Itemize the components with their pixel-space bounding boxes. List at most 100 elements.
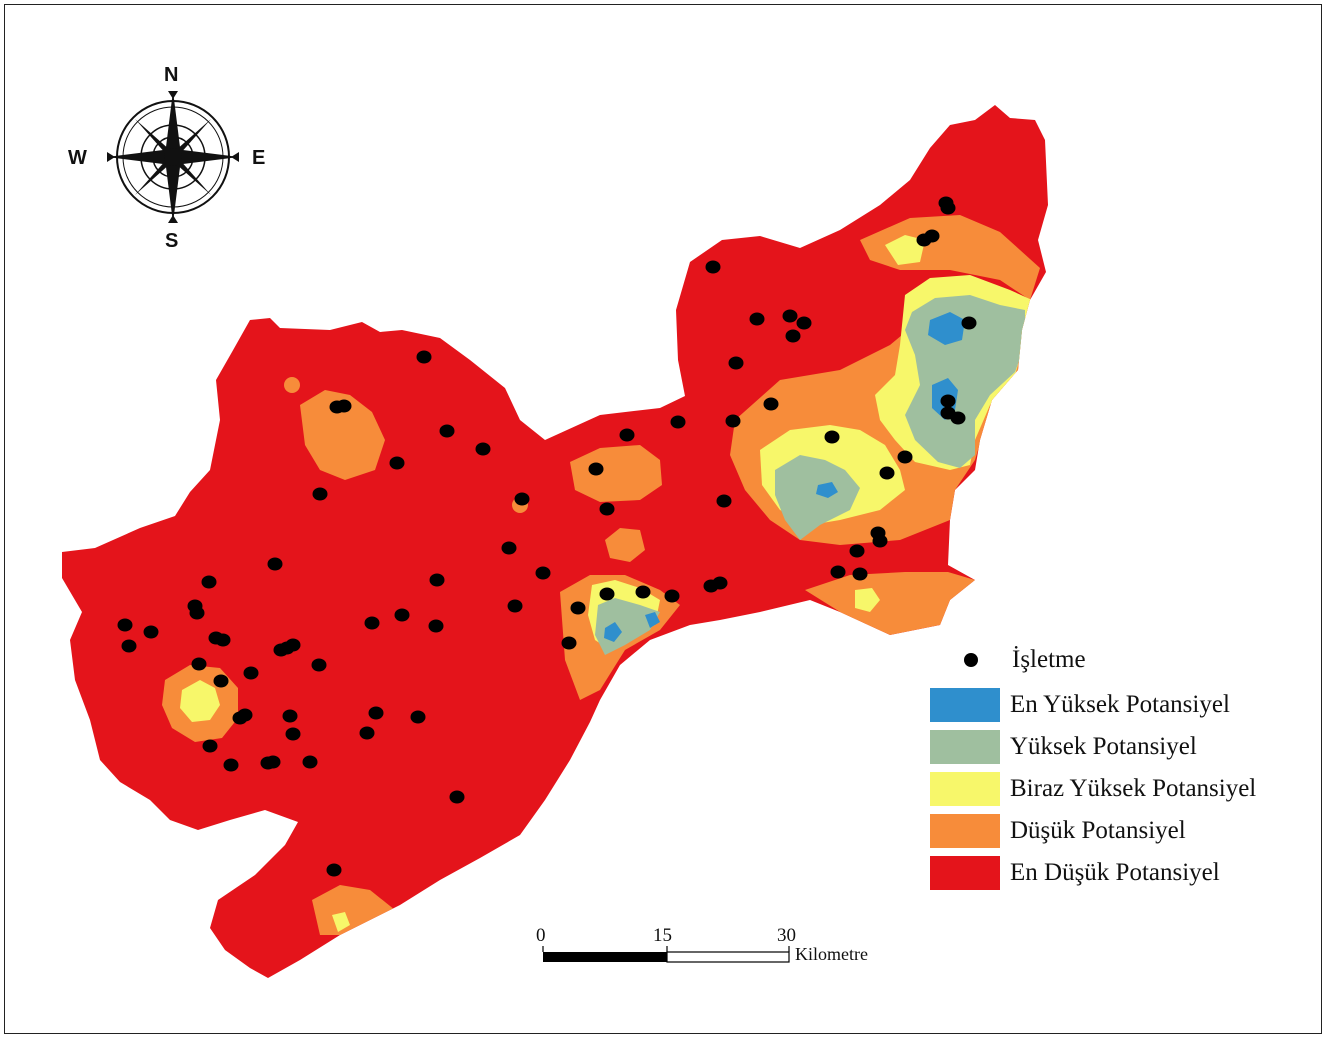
enterprise-point	[879, 466, 895, 480]
enterprise-point	[312, 487, 328, 501]
enterprise-point	[670, 415, 686, 429]
enterprise-point	[716, 494, 732, 508]
legend-label-lowest: En Düşük Potansiyel	[1010, 859, 1220, 886]
enterprise-point	[940, 394, 956, 408]
enterprise-point	[143, 625, 159, 639]
enterprise-point	[664, 589, 680, 603]
enterprise-point	[215, 633, 231, 647]
enterprise-point-symbol	[964, 653, 978, 667]
enterprise-point	[728, 356, 744, 370]
enterprise-point	[302, 755, 318, 769]
enterprise-point	[429, 573, 445, 587]
enterprise-point	[599, 502, 615, 516]
enterprise-point	[619, 428, 635, 442]
legend-item-somewhat-high: Biraz Yüksek Potansiyel	[930, 768, 1320, 810]
enterprise-point	[535, 566, 551, 580]
enterprise-point	[514, 492, 530, 506]
enterprise-point	[243, 666, 259, 680]
enterprise-point	[389, 456, 405, 470]
enterprise-point	[232, 711, 248, 725]
enterprise-point	[824, 430, 840, 444]
enterprise-point	[410, 710, 426, 724]
enterprise-point	[439, 424, 455, 438]
enterprise-point	[705, 260, 721, 274]
enterprise-point	[311, 658, 327, 672]
enterprise-point	[785, 329, 801, 343]
legend-label-enterprise: İşletme	[1012, 646, 1086, 673]
legend-item-enterprise: İşletme	[930, 640, 1320, 680]
enterprise-point	[189, 606, 205, 620]
enterprise-point	[394, 608, 410, 622]
scale-tick-15: 15	[653, 925, 672, 946]
enterprise-point	[368, 706, 384, 720]
enterprise-point	[570, 601, 586, 615]
enterprise-point	[561, 636, 577, 650]
enterprise-point	[359, 726, 375, 740]
enterprise-point	[588, 462, 604, 476]
enterprise-point	[191, 657, 207, 671]
enterprise-point	[273, 643, 289, 657]
compass-east-label: E	[252, 147, 266, 169]
scale-tick-30: 30	[777, 925, 796, 946]
legend-label-somewhat-high: Biraz Yüksek Potansiyel	[1010, 775, 1257, 802]
enterprise-point	[501, 541, 517, 555]
enterprise-point	[449, 790, 465, 804]
legend-swatch-low	[930, 814, 1000, 848]
enterprise-point	[223, 758, 239, 772]
compass-west-label: W	[68, 147, 87, 169]
enterprise-point	[416, 350, 432, 364]
legend-item-highest: En Yüksek Potansiyel	[930, 684, 1320, 726]
legend-swatch-high	[930, 730, 1000, 764]
compass-south-label: S	[165, 230, 179, 252]
enterprise-point	[213, 674, 229, 688]
enterprise-point	[428, 619, 444, 633]
enterprise-point	[849, 544, 865, 558]
enterprise-point	[267, 557, 283, 571]
enterprise-point	[202, 739, 218, 753]
enterprise-point	[830, 565, 846, 579]
enterprise-point	[924, 229, 940, 243]
enterprise-point	[782, 309, 798, 323]
legend-label-low: Düşük Potansiyel	[1010, 817, 1186, 844]
enterprise-point	[725, 414, 741, 428]
compass-rose	[107, 91, 239, 223]
enterprise-point	[950, 411, 966, 425]
enterprise-point	[475, 442, 491, 456]
legend-label-highest: En Yüksek Potansiyel	[1010, 691, 1230, 718]
enterprise-point	[282, 709, 298, 723]
legend-item-high: Yüksek Potansiyel	[930, 726, 1320, 768]
legend-swatch-highest	[930, 688, 1000, 722]
enterprise-point	[117, 618, 133, 632]
legend-item-lowest: En Düşük Potansiyel	[930, 852, 1320, 894]
compass-north-label: N	[164, 64, 179, 86]
enterprise-point	[599, 587, 615, 601]
scale-unit-label: Kilometre	[795, 944, 868, 964]
enterprise-point	[796, 316, 812, 330]
enterprise-point	[507, 599, 523, 613]
enterprise-point	[852, 567, 868, 581]
enterprise-point	[121, 639, 137, 653]
legend-item-low: Düşük Potansiyel	[930, 810, 1320, 852]
legend-label-high: Yüksek Potansiyel	[1010, 733, 1197, 760]
map-legend: İşletme En Yüksek Potansiyel Yüksek Pota…	[930, 640, 1320, 894]
legend-swatch-somewhat-high	[930, 772, 1000, 806]
enterprise-point	[635, 585, 651, 599]
enterprise-point	[872, 534, 888, 548]
scale-bar	[542, 946, 790, 963]
scale-tick-0: 0	[536, 925, 546, 946]
enterprise-point	[961, 316, 977, 330]
enterprise-point	[940, 201, 956, 215]
enterprise-point	[336, 399, 352, 413]
enterprise-point	[265, 755, 281, 769]
enterprise-point	[897, 450, 913, 464]
enterprise-point	[326, 863, 342, 877]
enterprise-points	[117, 196, 977, 877]
enterprise-point	[749, 312, 765, 326]
enterprise-point	[703, 579, 719, 593]
enterprise-point	[201, 575, 217, 589]
enterprise-point	[763, 397, 779, 411]
legend-swatch-lowest	[930, 856, 1000, 890]
enterprise-point	[285, 727, 301, 741]
enterprise-point	[364, 616, 380, 630]
